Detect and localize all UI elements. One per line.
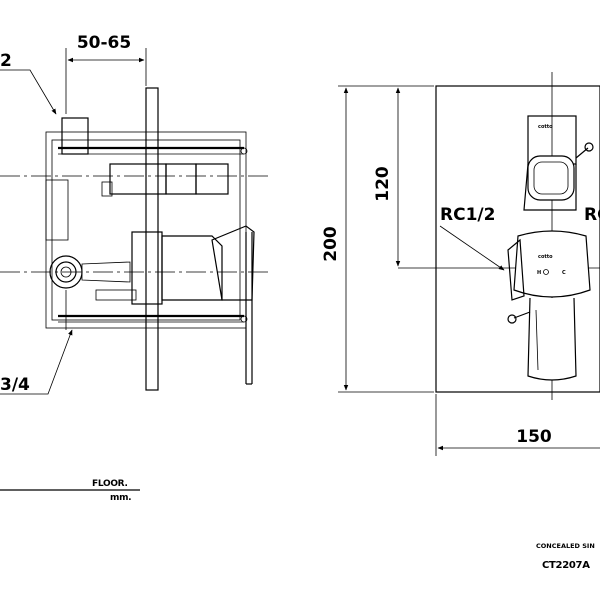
brand-bottom: cotto — [538, 254, 553, 260]
title-description: CONCEALED SIN — [536, 542, 595, 550]
front-view: cotto cotto H C 200 120 150 RC1/2 RC — [321, 72, 600, 456]
cartridge-box-2 — [165, 163, 197, 195]
diverter-pin-icon — [584, 142, 594, 152]
diverter-knob — [527, 155, 575, 201]
bottom-left-leader — [0, 329, 73, 395]
width-label: 150 — [516, 427, 552, 447]
height-total-label: 200 — [321, 226, 341, 262]
floor-label: FLOOR. — [92, 479, 128, 489]
bottom-left-label: 3/4 — [0, 375, 30, 395]
side-column — [45, 179, 69, 241]
top-left-label: 2 — [0, 51, 12, 71]
lever-handle — [211, 225, 255, 301]
cartridge-box-3 — [195, 163, 229, 195]
depth-dimension-label: 50-65 — [77, 33, 131, 53]
mixer-escutcheon — [513, 230, 591, 298]
side-view: 50-65 2 3/4 FLOOR. mm. — [0, 33, 272, 503]
front-lever-handle — [527, 297, 577, 381]
height-upper-label: 120 — [373, 166, 393, 202]
mixer-body — [161, 235, 223, 301]
brand-top: cotto — [538, 124, 553, 130]
wall-plate — [145, 87, 159, 391]
cover-plate — [435, 85, 600, 393]
mark-cold: C — [562, 270, 566, 276]
title-block: CONCEALED SIN CT2207A — [536, 542, 595, 571]
rc-right-label: RC — [584, 205, 600, 225]
top-left-leader — [0, 69, 57, 115]
lever-pin-icon — [507, 314, 517, 324]
rc-left-label: RC1/2 — [440, 205, 495, 225]
valve-body-inner — [51, 139, 241, 321]
unit-label: mm. — [110, 493, 131, 503]
title-model: CT2207A — [542, 560, 590, 571]
mark-hot: H — [537, 270, 541, 276]
rc-left-leader — [439, 225, 505, 271]
